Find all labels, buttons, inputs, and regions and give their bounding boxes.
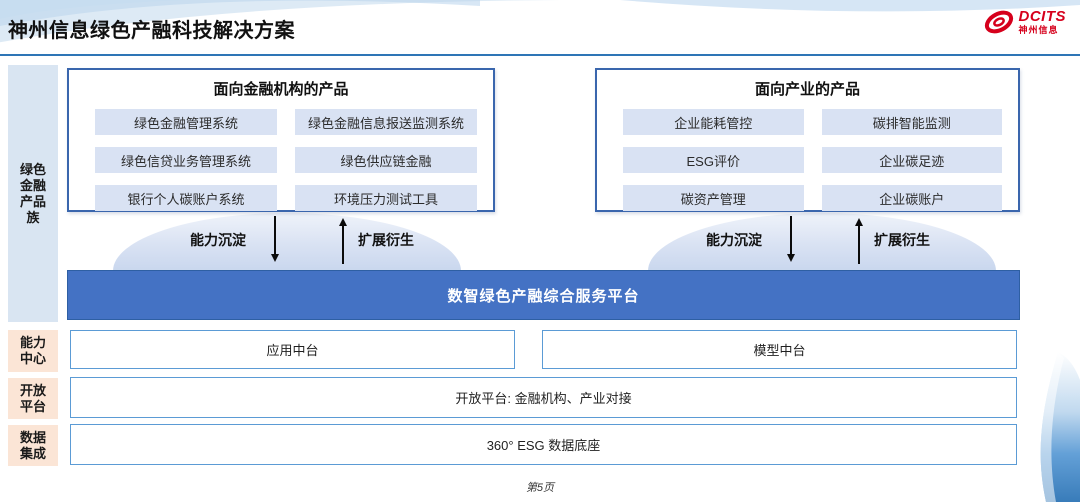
page-title: 神州信息绿色产融科技解决方案	[8, 20, 295, 42]
product-chip: 企业碳足迹	[821, 147, 1002, 173]
sidebar-label-text: 数据集成	[20, 429, 47, 461]
logo-brand-text: DCITS	[1018, 8, 1066, 25]
esg-data-base-box: 360° ESG 数据底座	[70, 424, 1017, 465]
product-chip: 碳资产管理	[623, 185, 804, 211]
dcits-swoosh-icon	[984, 10, 1013, 34]
header-divider-line	[0, 54, 1080, 56]
product-chip: 银行个人碳账户系统	[95, 185, 277, 211]
page-number: 第5页	[525, 482, 555, 494]
product-chip: 绿色金融管理系统	[95, 109, 277, 135]
panel-financial-products: 面向金融机构的产品 绿色金融管理系统 绿色金融信息报送监测系统 绿色信贷业务管理…	[67, 68, 495, 212]
expansion-derivation-label: 扩展衍生	[874, 232, 930, 248]
application-middle-platform-box: 应用中台	[70, 330, 515, 369]
up-arrow-icon	[338, 218, 347, 264]
arrow-group-left: 能力沉淀 扩展衍生	[190, 214, 414, 266]
product-chip: 企业能耗管控	[623, 109, 804, 135]
panel-title: 面向产业的产品	[754, 81, 860, 98]
open-platform-box: 开放平台: 金融机构、产业对接	[70, 377, 1017, 418]
product-chip: 碳排智能监测	[821, 109, 1002, 135]
company-logo: DCITS 神州信息	[984, 8, 1067, 36]
down-arrow-icon	[786, 216, 795, 262]
product-chip: 绿色金融信息报送监测系统	[295, 109, 477, 135]
model-middle-platform-box: 模型中台	[542, 330, 1017, 369]
platform-bar: 数智绿色产融综合服务平台	[67, 270, 1020, 320]
capability-settling-label: 能力沉淀	[190, 232, 246, 248]
panel-industry-products: 面向产业的产品 企业能耗管控 碳排智能监测 ESG评价 企业碳足迹 碳资产管理 …	[595, 68, 1020, 212]
product-chip: 绿色供应链金融	[295, 147, 477, 173]
panel-items-grid: 绿色金融管理系统 绿色金融信息报送监测系统 绿色信贷业务管理系统 绿色供应链金融…	[69, 99, 493, 211]
sidebar-label-open-platform: 开放平台	[8, 378, 58, 419]
up-arrow-icon	[854, 218, 863, 264]
sidebar-label-text: 绿色金融产品族	[20, 161, 47, 225]
sidebar-label-product-family: 绿色金融产品族	[8, 65, 58, 322]
logo-brand-cn-text: 神州信息	[1018, 25, 1059, 35]
product-chip: ESG评价	[623, 147, 804, 173]
capability-settling-label: 能力沉淀	[706, 232, 762, 248]
product-chip: 绿色信贷业务管理系统	[95, 147, 277, 173]
sidebar-label-text: 开放平台	[20, 382, 47, 414]
sidebar-label-data-integration: 数据集成	[8, 425, 58, 466]
product-chip: 环境压力测试工具	[295, 185, 477, 211]
expansion-derivation-label: 扩展衍生	[358, 232, 414, 248]
arrow-group-right: 能力沉淀 扩展衍生	[706, 214, 930, 266]
sidebar-label-capability-center: 能力中心	[8, 330, 58, 372]
panel-title: 面向金融机构的产品	[213, 81, 349, 98]
product-chip: 企业碳账户	[821, 185, 1002, 211]
panel-items-grid: 企业能耗管控 碳排智能监测 ESG评价 企业碳足迹 碳资产管理 企业碳账户	[597, 99, 1018, 211]
sidebar-label-text: 能力中心	[20, 335, 47, 366]
down-arrow-icon	[270, 216, 279, 262]
